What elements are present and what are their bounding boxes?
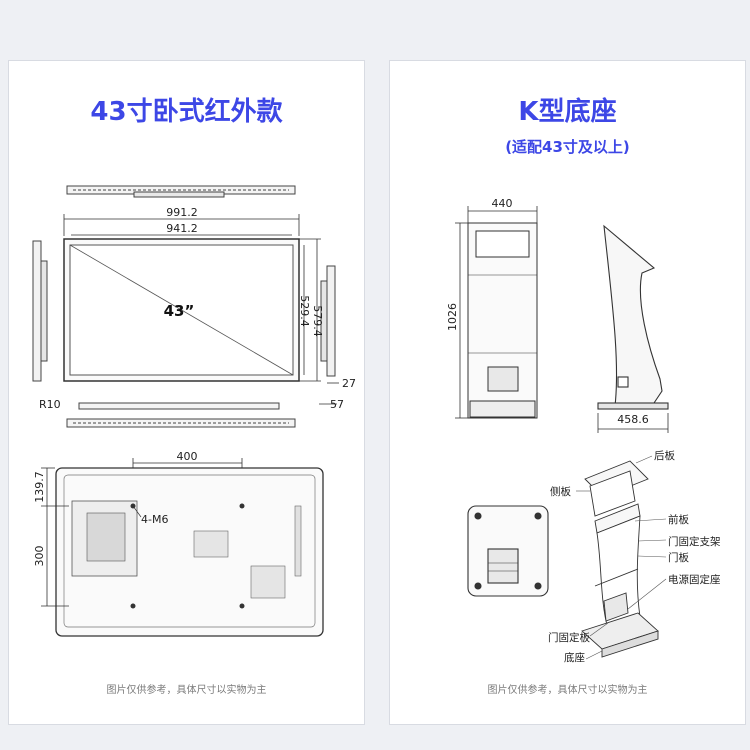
bottom-view-profile [66, 402, 296, 428]
vesa-horizontal-label: 400 [177, 450, 198, 463]
stand-dimension-drawing: 440 1026 458.6 [446, 197, 721, 664]
corner-radius-label: R10 [39, 398, 61, 411]
part-door-panel: 门板 [668, 551, 689, 564]
part-door-fix-panel: 门固定板 [548, 631, 590, 644]
part-door-bracket: 门固定支架 [668, 535, 721, 548]
top-view-profile [66, 185, 296, 198]
side-depth-label: 27 [342, 377, 356, 390]
display-back-view [55, 467, 324, 637]
stand-side-view [597, 224, 669, 410]
stand-width-dimension [467, 206, 538, 223]
part-back-panel: 后板 [654, 449, 675, 462]
display-dimension-drawing: 991.2 941.2 43” 529.4 579.4 [32, 185, 356, 637]
part-power-mount: 电源固定座 [668, 573, 721, 586]
part-side-panel: 侧板 [550, 485, 571, 498]
stand-width-label: 440 [492, 197, 513, 210]
right-spec-card: K型底座 (适配43寸及以上) 440 1026 [389, 60, 746, 725]
right-side-profile [320, 265, 336, 377]
part-leader-lines [576, 455, 667, 660]
left-footnote: 图片仅供参考，具体尺寸以实物为主 [106, 685, 267, 696]
stand-height-label: 1026 [446, 303, 459, 331]
right-panel-subtitle: (适配43寸及以上) [505, 138, 630, 156]
stand-exploded-view [581, 460, 659, 658]
stand-front-view [467, 222, 538, 419]
mount-screws-label: 4-M6 [141, 513, 168, 526]
screen-size-label: 43” [164, 302, 195, 320]
left-side-profile [32, 240, 48, 382]
left-spec-card: 43寸卧式红外款 991.2 941.2 43” [8, 60, 365, 725]
depth-dimension-lines [319, 382, 339, 405]
width-dimension-lines [63, 214, 300, 236]
side-total-depth-label: 57 [330, 398, 344, 411]
part-base: 底座 [564, 651, 585, 664]
vesa-vertical-label: 300 [33, 546, 46, 567]
base-plate-top-view [467, 505, 549, 597]
stand-depth-dimension [597, 413, 669, 433]
stand-depth-label: 458.6 [617, 413, 649, 426]
left-panel-title: 43寸卧式红外款 [90, 97, 283, 127]
right-footnote: 图片仅供参考，具体尺寸以实物为主 [487, 685, 648, 696]
right-panel-title: K型底座 [518, 97, 617, 127]
stand-height-dimension [455, 222, 468, 419]
vesa-vertical-dimension [41, 467, 69, 607]
display-front-view [63, 238, 300, 382]
vesa-top-offset-label: 139.7 [33, 471, 46, 503]
mount-screw-leader [132, 505, 142, 518]
inner-height-label: 529.4 [298, 295, 311, 327]
height-dimension-lines [299, 238, 321, 382]
outer-width-label: 991.2 [166, 206, 198, 219]
inner-width-label: 941.2 [166, 222, 198, 235]
outer-height-label: 579.4 [311, 305, 324, 337]
part-front-panel: 前板 [668, 513, 689, 526]
